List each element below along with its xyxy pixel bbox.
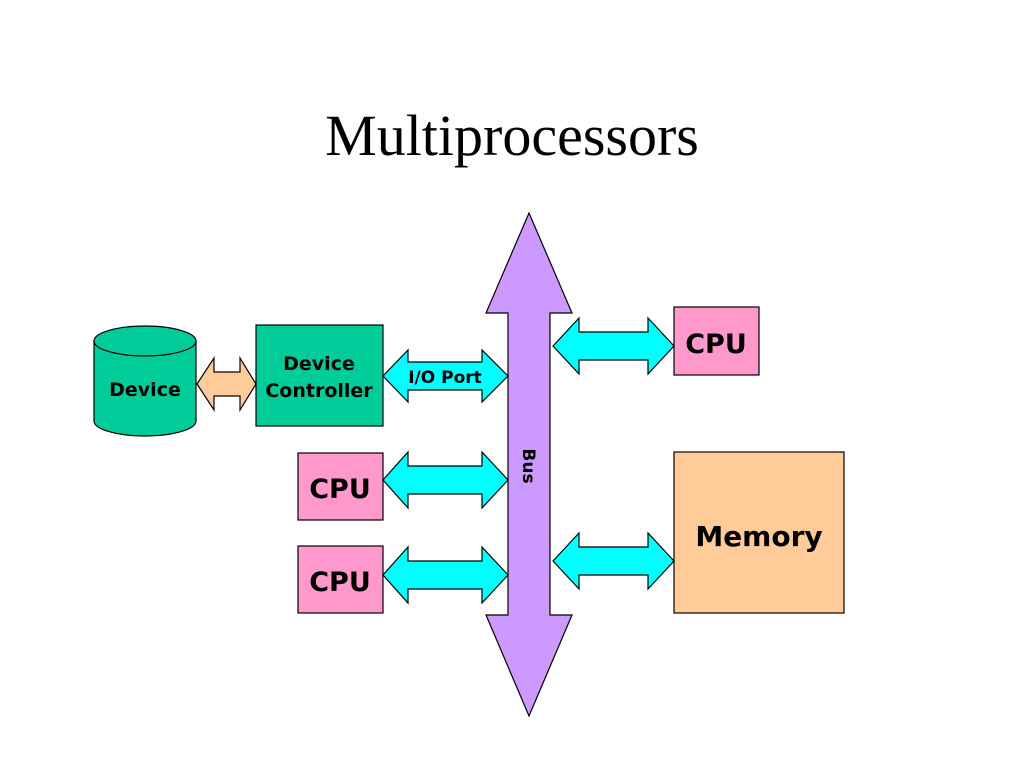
device-controller-label-line2: Controller [265,380,373,402]
slide-title: Multiprocessors [325,103,699,168]
memory-box [673,451,845,614]
memory-connector [552,531,675,591]
cpu-left-lower-box [297,545,384,614]
memory-label: Memory [695,520,822,553]
cpu-top-right-box [673,306,760,376]
device-link-arrow [196,355,257,413]
cpu-left-upper-label: CPU [309,474,371,505]
device-controller-box [255,324,384,427]
io-port-label: I/O Port [408,368,482,388]
cpu-left-lower-connector [382,545,509,605]
io-port-arrow [382,348,509,404]
bus-arrow [485,211,573,718]
cpu-left-upper-box [297,452,384,521]
cpu-top-right-label: CPU [685,329,747,360]
cpu-left-lower-label: CPU [309,567,371,598]
bus-label: Bus [518,448,538,483]
cpu-left-upper-connector [382,450,509,510]
cpu-top-right-connector [552,316,675,376]
device-controller-label-line1: Device [283,353,355,375]
device-cylinder: Device [93,325,197,437]
device-label: Device [109,379,181,401]
